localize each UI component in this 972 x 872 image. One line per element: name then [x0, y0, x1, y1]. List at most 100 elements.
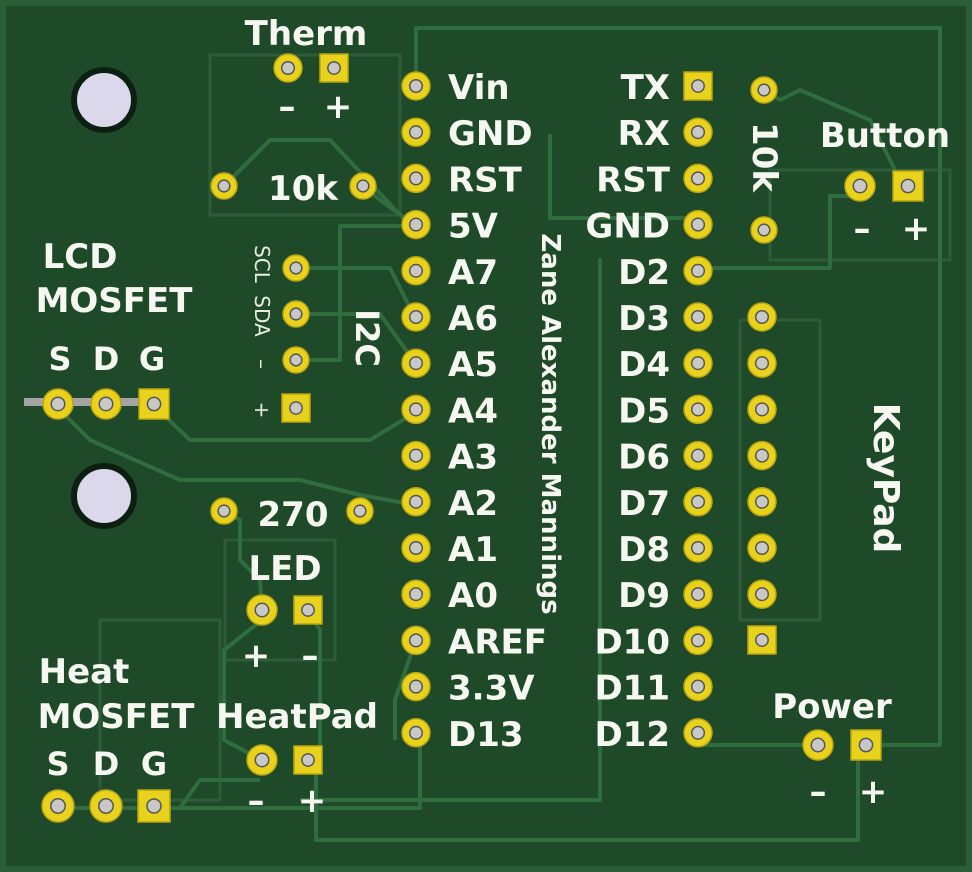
led-label: LED [248, 549, 321, 589]
r3-pad-left [210, 497, 238, 525]
led-pad-minus [293, 595, 323, 625]
r2-pad-top [750, 76, 778, 104]
heatpad-minus-label: – [248, 781, 265, 821]
header-left-label-1: GND [448, 114, 533, 154]
i2c-pad-minus [282, 346, 310, 374]
heatpad-pad-plus [293, 745, 323, 775]
header-right-pad-14 [683, 718, 713, 748]
mounting-hole-top [71, 67, 137, 133]
header-left-label-8: A3 [448, 438, 498, 478]
header-left-label-10: A1 [448, 530, 498, 570]
heatpad-label: HeatPad [216, 697, 378, 737]
silkscreen-layer: Therm – + 10k Button – + 10k LCD MOSFET … [36, 14, 951, 821]
keypad-pad-3 [747, 440, 777, 471]
therm-label: Therm [245, 14, 368, 54]
header-right-pad-8 [683, 440, 713, 471]
header-right-pad-9 [683, 487, 713, 517]
lcd-s-label: S [48, 340, 71, 378]
header-pin-labels: VinGNDRST5VA7A6A5A4A3A2A1A0AREF3.3VD13TX… [448, 68, 671, 755]
header-left-label-7: A4 [448, 391, 498, 431]
header-left-pad-5 [401, 302, 431, 332]
header-right-pad-11 [683, 579, 713, 609]
header-left-pad-14 [401, 718, 431, 748]
mounting-holes [71, 67, 137, 529]
button-pad-plus [892, 170, 924, 202]
heatpad-plus-label: + [298, 781, 327, 821]
header-left-label-12: AREF [448, 622, 547, 662]
header-right-pad-3 [683, 209, 713, 240]
header-right-pad-7 [683, 394, 713, 425]
r3-pad-right [346, 497, 374, 525]
header-right-label-10: D8 [618, 530, 670, 570]
header-right-label-14: D12 [594, 715, 670, 755]
r3-value-label: 270 [258, 495, 329, 535]
r2-pad-bottom [750, 216, 778, 244]
power-label: Power [772, 687, 892, 727]
mounting-hole-bottom [71, 463, 137, 529]
lcd-mosfet-label-line2: MOSFET [36, 281, 194, 321]
header-right-label-3: GND [585, 207, 670, 247]
heat-mosfet-label-line1: Heat [39, 652, 130, 692]
button-plus-label: + [902, 209, 931, 249]
header-left-label-6: A5 [448, 345, 498, 385]
i2c-label: I2C [348, 309, 386, 367]
header-right-pad-12 [683, 625, 713, 656]
lcd-mosfet-pad-s [42, 388, 74, 420]
button-label: Button [820, 116, 950, 156]
i2c-pad-sda [282, 300, 310, 328]
header-left-label-9: A2 [448, 484, 498, 524]
lcd-d-label: D [93, 340, 120, 378]
header-right-label-11: D9 [618, 576, 670, 616]
header-left-label-11: A0 [448, 576, 498, 616]
power-pad-plus [850, 729, 882, 761]
keypad-pad-6 [747, 579, 777, 609]
pad-layer [24, 53, 924, 823]
r1-pad-right [349, 172, 377, 200]
header-left-label-0: Vin [448, 68, 510, 108]
therm-pad-plus [319, 53, 349, 83]
i2c-pad-scl [282, 254, 310, 282]
header-left-label-3: 5V [448, 207, 499, 247]
button-minus-label: – [854, 209, 871, 249]
heatpad-pad-minus [246, 744, 278, 776]
button-pad-minus [844, 170, 876, 202]
header-right-pad-2 [683, 163, 713, 194]
header-left-pad-6 [401, 348, 431, 378]
header-left-pad-7 [401, 394, 431, 425]
scl-label: SCL [250, 245, 274, 284]
keypad-pad-0 [747, 302, 777, 332]
component-shadows [98, 53, 952, 802]
therm-pad-minus [273, 53, 303, 83]
header-left-pad-8 [401, 440, 431, 471]
power-minus-label: – [810, 772, 827, 812]
header-right-label-13: D11 [594, 669, 670, 709]
heat-g-label: G [141, 745, 167, 783]
sda-label: SDA [250, 295, 274, 337]
header-right-label-9: D7 [618, 484, 670, 524]
header-right-label-2: RST [596, 160, 671, 200]
header-right-pad-13 [683, 671, 713, 702]
header-right-label-0: TX [621, 68, 670, 108]
r1-pad-left [210, 172, 238, 200]
keypad-pad-1 [747, 348, 777, 378]
header-right-label-7: D5 [618, 391, 670, 431]
therm-plus-label: + [324, 87, 353, 127]
heat-mosfet-pad-d [89, 789, 123, 823]
keypad-pad-4 [747, 487, 777, 517]
header-left-pad-9 [401, 487, 431, 517]
keypad-label: KeyPad [865, 403, 906, 554]
keypad-pad-2 [747, 394, 777, 425]
header-left-label-2: RST [448, 160, 523, 200]
heat-mosfet-label-line2: MOSFET [38, 697, 196, 737]
heat-s-label: S [46, 745, 69, 783]
header-right-pad-10 [683, 533, 713, 563]
header-left-pad-1 [401, 117, 431, 147]
lcd-mosfet-pad-g [138, 388, 170, 420]
header-left-label-4: A7 [448, 253, 498, 293]
keypad-pad-5 [747, 533, 777, 563]
keypad-pad-7 [747, 625, 777, 655]
header-right-pad-0 [683, 71, 713, 101]
header-left-pad-12 [401, 625, 431, 656]
